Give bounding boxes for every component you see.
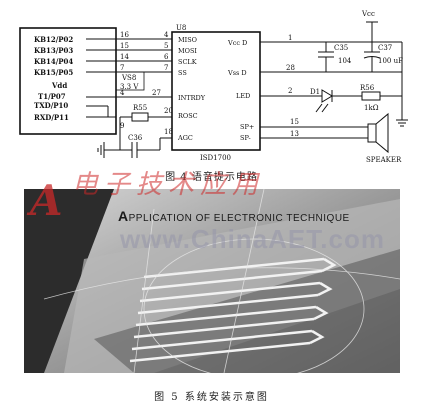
chip-pin-label: Vss D: [227, 69, 247, 77]
chip-pin-number: 5: [164, 42, 168, 50]
chip-pin-label: ROSC: [178, 112, 198, 120]
mcu-pin-label: KB12/P02: [34, 35, 73, 44]
chip-pin-number: 13: [290, 130, 299, 138]
wire-number: 9: [120, 122, 124, 130]
chip-pin-number: 2: [288, 87, 292, 95]
figure4-caption: 图 4 语音提示电路: [165, 172, 258, 183]
c37-label: C37: [378, 44, 392, 52]
r56-label: R56: [360, 84, 375, 92]
figure5-caption: 图 5 系统安装示意图: [154, 392, 269, 403]
watermark-logo: A: [30, 176, 63, 225]
chip-pin-number: 27: [152, 89, 161, 97]
chip-pin-number: 28: [286, 64, 295, 72]
wire-number: 15: [120, 42, 129, 50]
bus-wires: [86, 38, 172, 118]
v33-label: 3.3 V: [120, 83, 139, 91]
c35-label: C35: [334, 44, 348, 52]
vcc-label: Vcc: [361, 10, 375, 18]
chip-pin-label: MISO: [178, 36, 197, 44]
d1-label: D1: [310, 88, 320, 96]
watermark-subtitle-rest: PPLICATION OF ELECTRONIC TECHNIQUE: [128, 213, 350, 224]
mcu-pin-label: TXD/P10: [34, 101, 68, 110]
chip-pin-number: 7: [164, 64, 168, 72]
voice-prompt-circuit-diagram: KB12/P02 KB13/P03 KB14/P04 KB15/P05 Vdd …: [19, 10, 408, 164]
rosc-agc-network: [97, 112, 172, 158]
chip-name: ISD1700: [200, 154, 231, 162]
chip-pin-label: SP+: [240, 123, 254, 131]
mcu-pin-label: Vdd: [51, 81, 67, 90]
watermark-url: www.ChinaAET.com: [120, 224, 385, 254]
chip-pin-label: MOSI: [178, 47, 197, 55]
chip-ref: U8: [176, 24, 186, 32]
c37-value: 100 uF: [378, 57, 403, 65]
chip-pin-number: 15: [290, 118, 299, 126]
chip-pin-number: 6: [164, 53, 169, 61]
mcu-pin-label: KB15/P05: [34, 68, 73, 77]
wire-number: 7: [120, 64, 124, 72]
watermark-subtitle: APPLICATION OF ELECTRONIC TECHNIQUE: [118, 208, 350, 224]
chip-pin-number: 4: [164, 31, 169, 39]
watermark-subtitle-initial: A: [118, 208, 129, 224]
mcu-pin-label: RXD/P11: [34, 113, 69, 122]
c36-label: C36: [128, 134, 143, 142]
mcu-pin-label: KB13/P03: [34, 46, 73, 55]
r56-value: 1kΩ: [364, 104, 379, 112]
chip-pin-label: LED: [236, 92, 250, 100]
chip-pin-number: 1: [288, 34, 292, 42]
vs8-source: [115, 71, 145, 91]
chip-pin-number: 20: [164, 107, 173, 115]
chip-pin-label: AGC: [177, 134, 193, 142]
wire-number: 4: [120, 89, 125, 97]
chip-pin-label: SP-: [240, 134, 251, 142]
wire-number: 16: [120, 31, 129, 39]
r55-label: R55: [133, 104, 147, 112]
installation-photo: [24, 189, 400, 373]
chip-pin-label: SS: [178, 69, 187, 77]
chip-pin-label: SCLK: [178, 58, 197, 66]
power-and-output-wires: [260, 21, 408, 154]
mcu-pin-label: KB14/P04: [34, 57, 73, 66]
mcu-pin-label: T1/P07: [38, 92, 66, 101]
vs8-label: VS8: [121, 74, 136, 82]
c35-value: 104: [338, 57, 352, 65]
chip-pin-label: INTRDY: [178, 94, 206, 102]
watermark-title: 电子技术应用: [72, 170, 265, 200]
speaker-label: SPEAKER: [366, 156, 402, 164]
wire-number: 14: [120, 53, 129, 61]
chip-pin-number: 18: [164, 128, 173, 136]
chip-pin-label: Vcc D: [227, 39, 247, 47]
isd1700-chip: [171, 31, 261, 151]
